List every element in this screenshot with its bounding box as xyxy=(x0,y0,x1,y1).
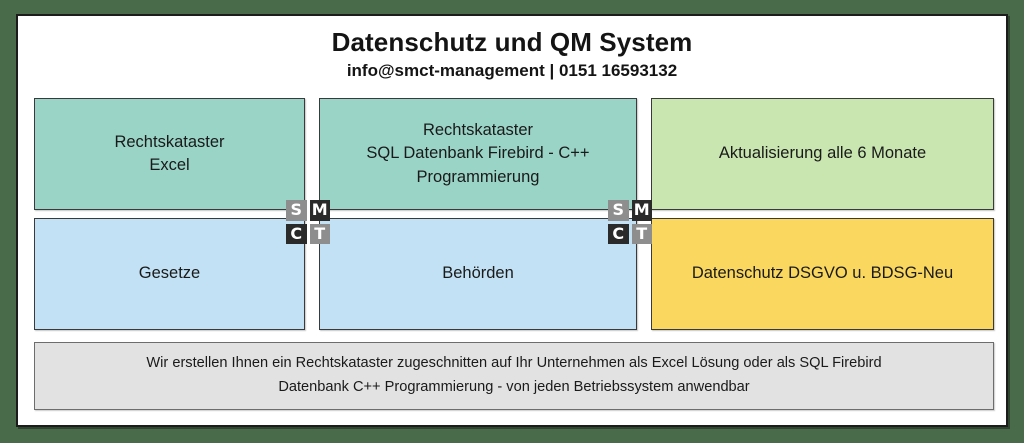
box-text: Datenschutz DSGVO u. BDSG-Neu xyxy=(692,262,953,285)
box-grid: Rechtskataster Excel Rechtskataster SQL … xyxy=(34,98,994,330)
page-title: Datenschutz und QM System xyxy=(331,27,693,57)
header: Datenschutz und QM System info@smct-mana… xyxy=(18,16,1006,81)
box-text: Rechtskataster Excel xyxy=(114,131,224,178)
grid-row-top: Rechtskataster Excel Rechtskataster SQL … xyxy=(34,98,994,210)
content-card: Datenschutz und QM System info@smct-mana… xyxy=(16,14,1008,427)
box-text: Behörden xyxy=(442,262,514,285)
box-text: Rechtskataster SQL Datenbank Firebird - … xyxy=(366,119,589,189)
box-rechtskataster-sql[interactable]: Rechtskataster SQL Datenbank Firebird - … xyxy=(319,98,637,210)
box-behoerden[interactable]: Behörden xyxy=(319,218,637,330)
box-text-line: Rechtskataster xyxy=(422,120,534,139)
box-text-line: Datenschutz DSGVO u. BDSG-Neu xyxy=(691,264,954,283)
box-text-line: Gesetze xyxy=(138,264,201,283)
box-aktualisierung[interactable]: Aktualisierung alle 6 Monate xyxy=(651,98,994,210)
contact-subtitle: info@smct-management | 0151 16593132 xyxy=(346,61,678,81)
box-datenschutz-dsgvo[interactable]: Datenschutz DSGVO u. BDSG-Neu xyxy=(651,218,994,330)
box-text-line: SQL Datenbank Firebird - C++ xyxy=(366,144,590,163)
box-text-line: Rechtskataster xyxy=(114,132,225,151)
box-rechtskataster-excel[interactable]: Rechtskataster Excel xyxy=(34,98,305,210)
box-text-line: Behörden xyxy=(442,264,514,283)
box-text-line: Excel xyxy=(149,156,190,174)
footer-note-line: Wir erstellen Ihnen ein Rechtskataster z… xyxy=(146,355,882,372)
box-text: Gesetze xyxy=(139,262,200,285)
grid-row-bottom: Gesetze Behörden Datenschutz DSGVO u. BD… xyxy=(34,218,994,330)
box-text-line: Aktualisierung alle 6 Monate xyxy=(718,144,927,163)
footer-note-line: Datenbank C++ Programmierung - von jeden… xyxy=(278,379,750,395)
box-gesetze[interactable]: Gesetze xyxy=(34,218,305,330)
footer-note: Wir erstellen Ihnen ein Rechtskataster z… xyxy=(34,342,994,410)
box-text: Aktualisierung alle 6 Monate xyxy=(719,142,926,165)
box-text-line: Programmierung xyxy=(416,167,540,186)
